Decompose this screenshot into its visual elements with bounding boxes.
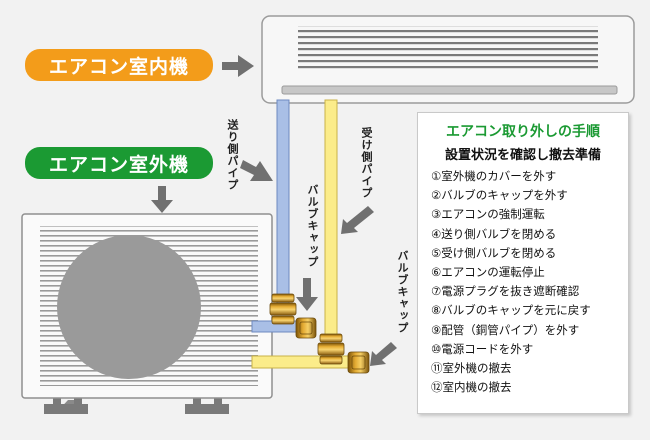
pointer-arrows <box>151 55 397 366</box>
outdoor-fan <box>57 235 201 379</box>
outdoor-foot-right <box>185 404 229 414</box>
indoor-unit-label: エアコン室内機 <box>25 49 213 81</box>
outdoor-foot-left <box>44 404 88 414</box>
step-item: ③エアコンの強制運転 <box>431 207 545 222</box>
removal-steps-panel: エアコン取り外しの手順 設置状況を確認し撤去準備 ①室外機のカバーを外す ②バル… <box>417 112 629 414</box>
step-item: ⑦電源プラグを抜き遮断確認 <box>431 284 580 299</box>
outdoor-unit-label: エアコン室外機 <box>25 147 213 179</box>
valve-cap-label-2: バルブキャップ <box>396 250 409 334</box>
send-pipe-vertical <box>276 99 290 313</box>
arrow-send-pipe-icon <box>240 160 273 181</box>
step-item: ⑨配管（銅管パイプ）を外す <box>431 322 580 337</box>
receive-valve <box>317 333 370 374</box>
step-item: ⑫室内機の撤去 <box>431 380 512 395</box>
steps-subtitle: 設置状況を確認し撤去準備 <box>444 148 601 163</box>
step-item: ②バルブのキャップを外す <box>431 188 568 203</box>
step-item: ⑥エアコンの運転停止 <box>431 264 545 279</box>
arrow-valve-cap-1-icon <box>296 278 318 311</box>
outdoor-unit <box>21 213 273 414</box>
valve-cap-2 <box>347 351 370 374</box>
send-valve <box>269 293 317 339</box>
indoor-unit <box>261 15 635 104</box>
receive-pipe-vertical <box>324 99 338 336</box>
valve-cap-1 <box>295 317 317 339</box>
step-item: ⑤受け側バルブを閉める <box>431 245 557 260</box>
indoor-louver <box>281 85 618 95</box>
steps-title: エアコン取り外しの手順 <box>446 124 600 140</box>
send-pipe-label: 送り側パイプ <box>226 119 239 191</box>
arrow-valve-cap-2-icon <box>370 342 397 366</box>
arrow-receive-pipe-icon <box>341 206 374 234</box>
step-item: ⑩電源コードを外す <box>431 341 534 356</box>
steps-list: ①室外機のカバーを外す ②バルブのキャップを外す ③エアコンの強制運転 ④送り側… <box>431 167 591 397</box>
step-item: ⑪室外機の撤去 <box>431 360 512 375</box>
valve-cap-label-1: バルブキャップ <box>306 184 319 268</box>
step-item: ①室外機のカバーを外す <box>431 169 557 183</box>
receive-pipe-label: 受け側パイプ <box>360 127 373 199</box>
indoor-vent-slats <box>298 26 598 69</box>
arrow-indoor-icon <box>222 55 254 77</box>
step-item: ④送り側バルブを閉める <box>431 226 557 241</box>
step-item: ⑧バルブのキャップを元に戻す <box>431 303 591 318</box>
arrow-outdoor-icon <box>151 186 173 213</box>
receive-pipe-horizontal <box>251 355 363 369</box>
